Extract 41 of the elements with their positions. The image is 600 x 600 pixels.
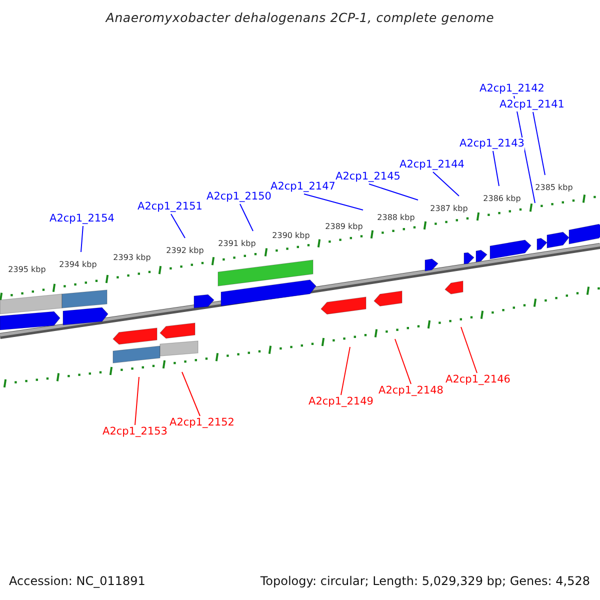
leader-line — [182, 372, 200, 416]
leader-line — [432, 172, 460, 196]
gene-label: A2cp1_2141 — [500, 98, 564, 112]
scale-label: 2395 kbp — [8, 265, 46, 275]
gene-label: A2cp1_2149 — [308, 396, 374, 408]
diagram-title: Anaeromyxobacter dehalogenans 2CP-1, complete genome — [104, 10, 496, 25]
gene-label: A2cp1_2154 — [50, 212, 114, 226]
gene-label: A2cp1_2145 — [336, 170, 400, 184]
leader-line — [340, 346, 350, 396]
gene-label: A2cp1_2151 — [138, 200, 202, 214]
gene-label: A2cp1_2143 — [460, 138, 524, 150]
leader-line — [134, 376, 140, 426]
leader-line — [170, 214, 186, 238]
scale-label: 2390 kbp — [272, 231, 310, 241]
gene-label: A2cp1_2153 — [102, 426, 168, 438]
footer-text: Accession: NC_011891 — [9, 574, 146, 588]
scale-label: 2387 kbp — [430, 204, 468, 214]
scale-label: 2386 kbp — [483, 194, 521, 204]
gene-label: A2cp1_2146 — [446, 374, 510, 386]
gene-label: A2cp1_2142 — [480, 82, 544, 96]
gene-label: A2cp1_2150 — [206, 190, 272, 204]
scale-label: 2394 kbp — [59, 260, 97, 270]
gene-label: A2cp1_2144 — [400, 158, 464, 172]
footer-text: Topology: circular; Length: 5,029,329 bp; Genes: 4,528 — [260, 574, 590, 588]
leader-line — [492, 150, 500, 186]
scale-label: 2388 kbp — [377, 213, 415, 223]
scale-label: 2393 kbp — [113, 253, 151, 263]
scale-label: 2389 kbp — [325, 222, 363, 232]
scale-label: 2391 kbp — [218, 239, 256, 249]
leader-line — [240, 204, 254, 232]
leader-line — [460, 326, 478, 374]
scale-label: 2392 kbp — [166, 246, 204, 256]
leader-line — [532, 112, 546, 176]
leader-line — [394, 338, 412, 384]
gene-label: A2cp1_2147 — [270, 180, 336, 194]
leader-line — [80, 226, 84, 252]
scale-label: 2385 kbp — [535, 183, 573, 193]
gene-label: A2cp1_2152 — [170, 416, 234, 430]
leader-line — [304, 194, 364, 210]
gene-label: A2cp1_2148 — [378, 384, 444, 398]
leader-line — [368, 184, 418, 200]
